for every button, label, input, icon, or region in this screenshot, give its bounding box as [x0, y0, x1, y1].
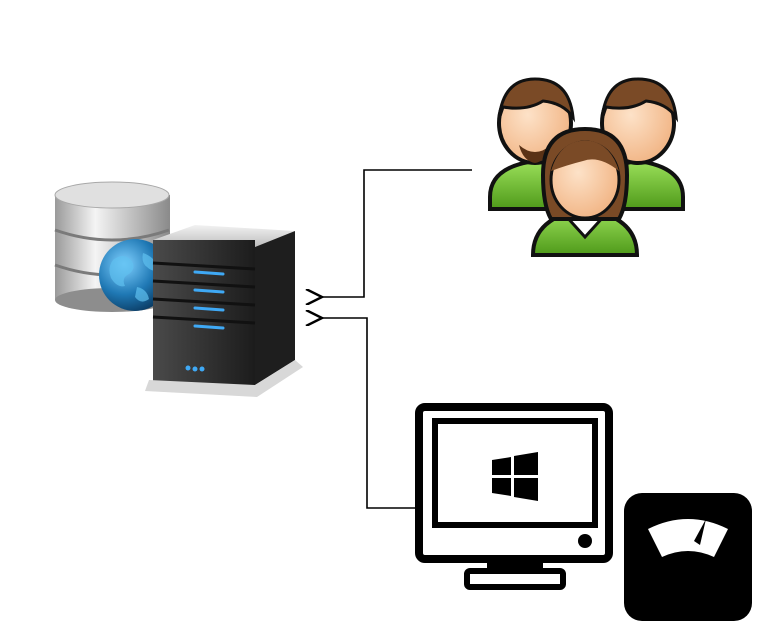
- user-group-icon: [488, 77, 685, 257]
- weighing-scale-icon: [624, 493, 752, 621]
- workstation-to-server-arrow: [322, 318, 415, 509]
- user-avatar-center: [530, 126, 640, 257]
- database-server-icon: [54, 181, 303, 397]
- windows-monitor-icon: [415, 403, 613, 590]
- users-to-server-arrow: [322, 169, 472, 297]
- windows-logo-icon: [492, 452, 538, 501]
- server-tower: [145, 225, 303, 397]
